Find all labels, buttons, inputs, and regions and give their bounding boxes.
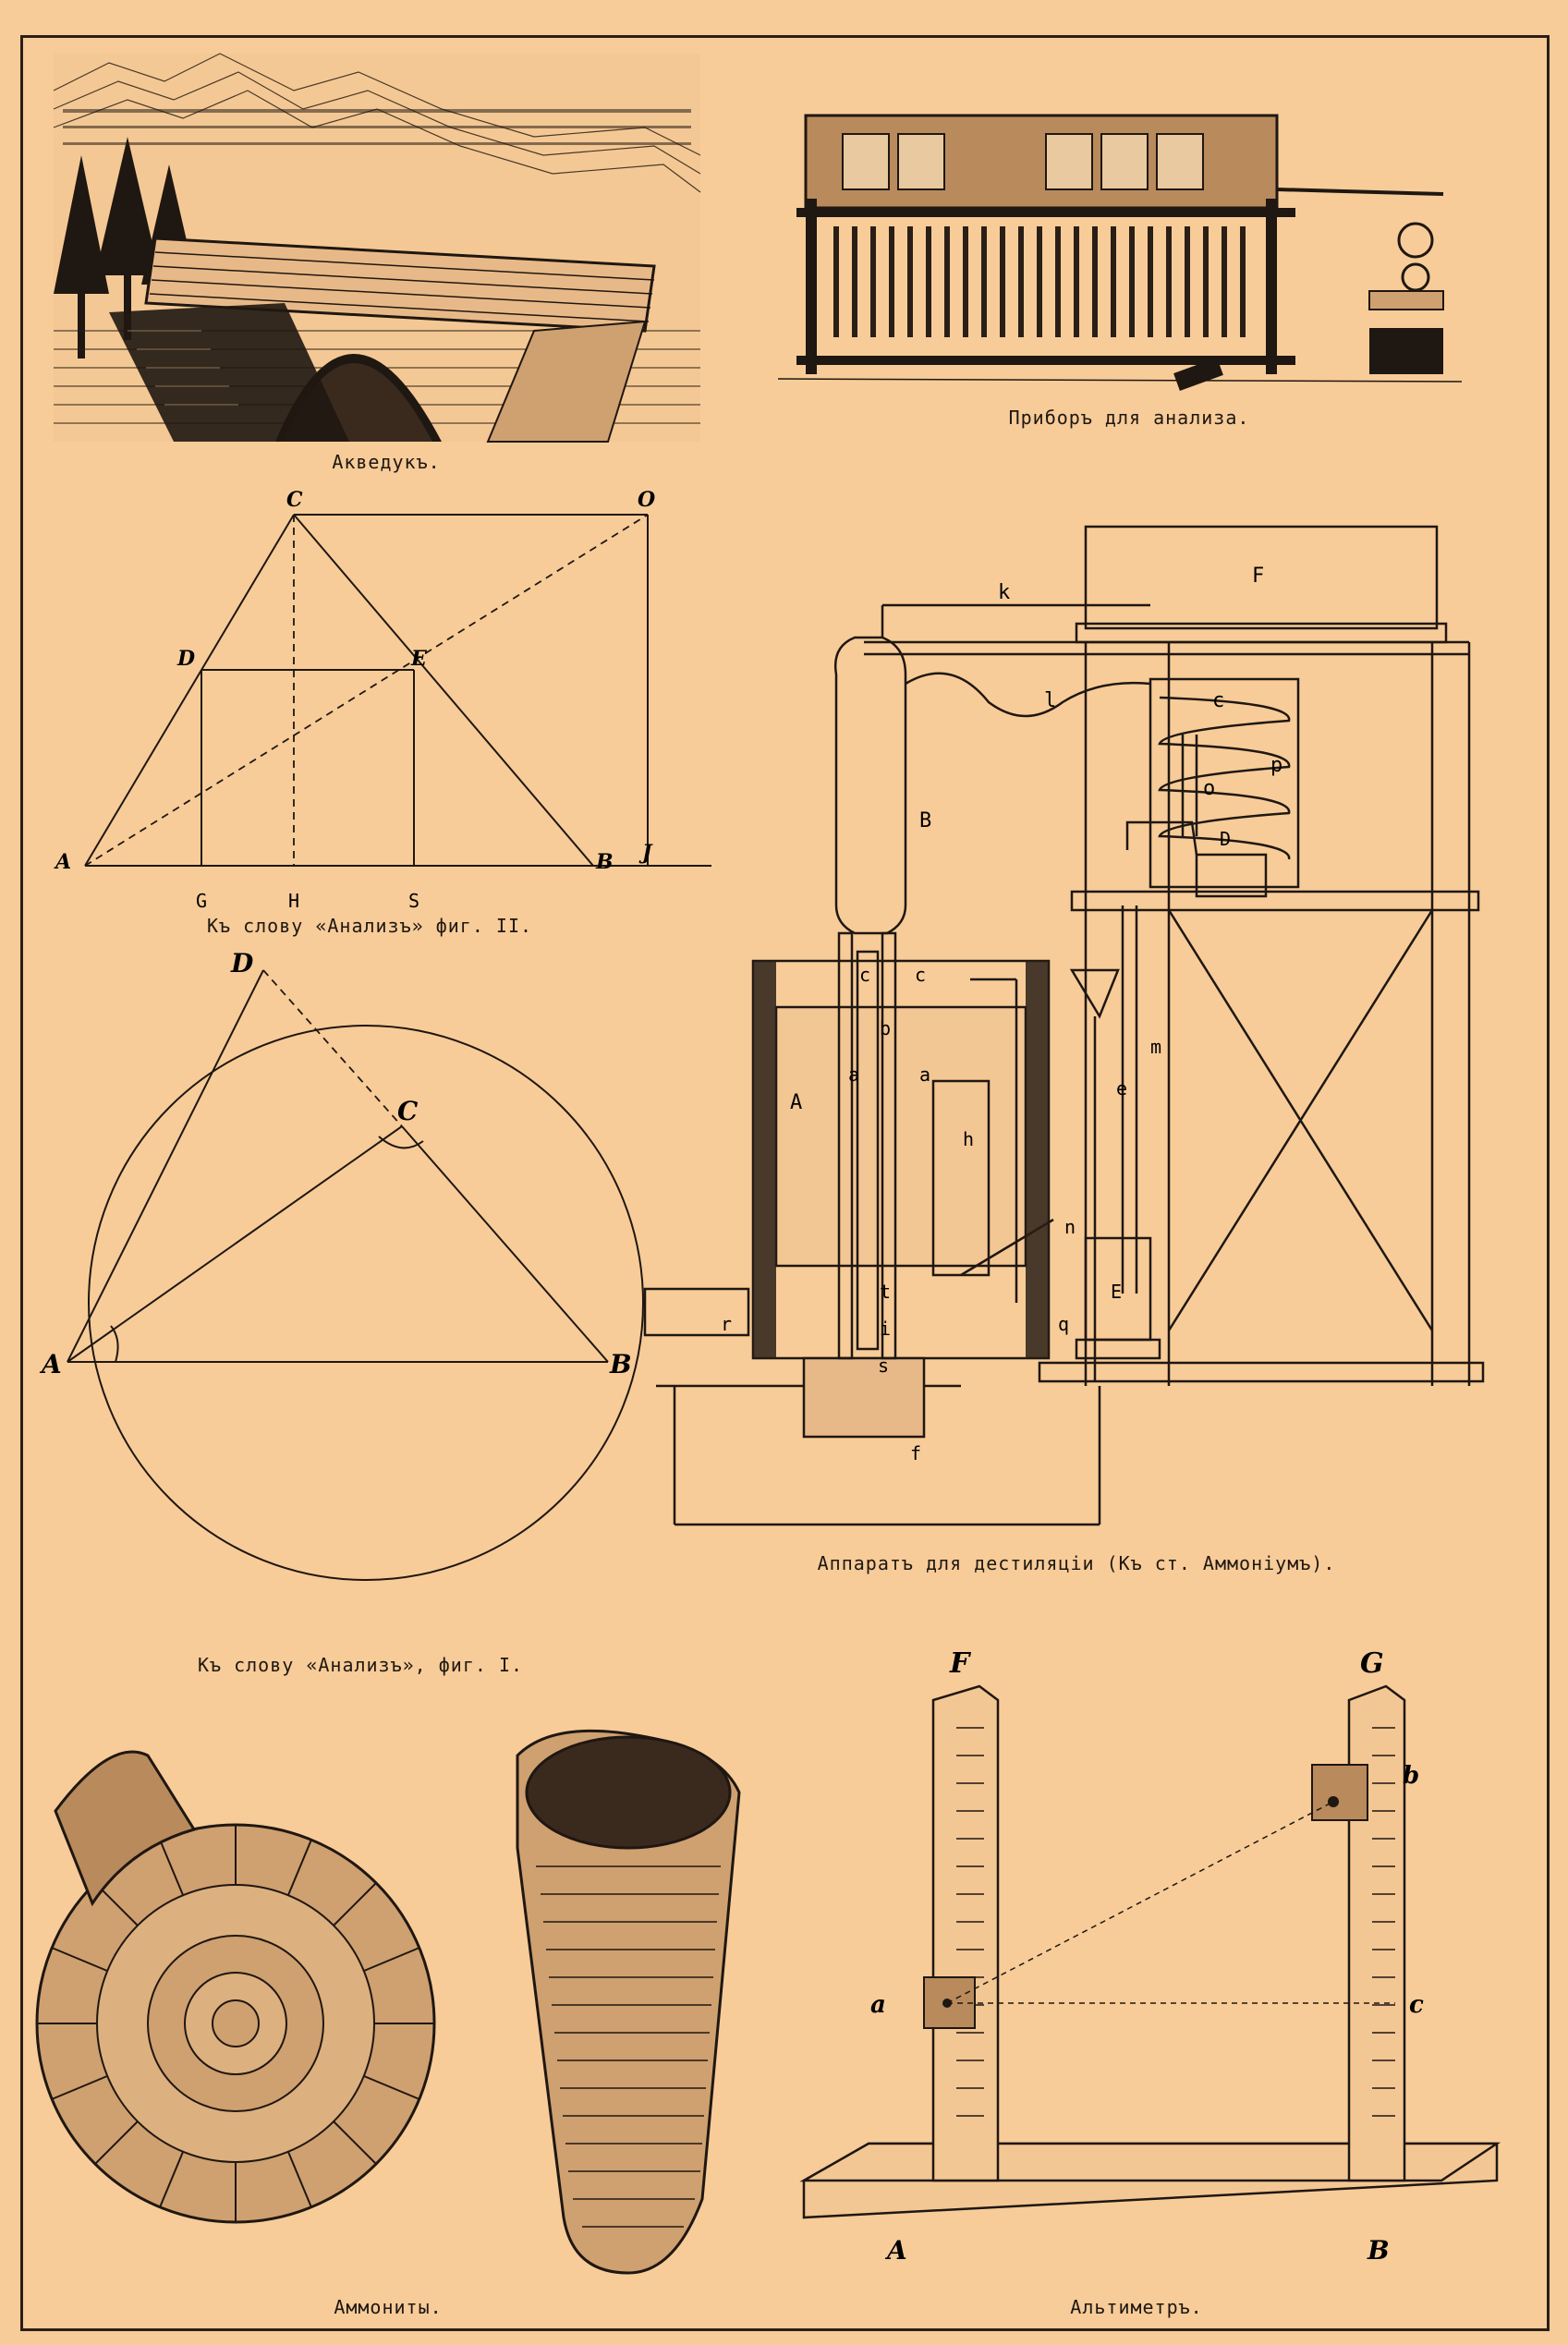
distill-label-b-col: B <box>919 809 931 832</box>
fig1-label-d: D <box>230 948 254 978</box>
analysis-fig2: C O D E A B J G H S Къ слову «Анализъ» ф… <box>37 488 739 952</box>
analysis-device-engraving <box>777 114 1463 391</box>
caption-ammonites: Аммониты. <box>334 2296 443 2318</box>
distillation-diagram: F k l c o p D B A a a b c c h e m n E r … <box>643 525 1485 1526</box>
analysis-fig1: D C A B Къ слову «Анализъ», фиг. I. <box>37 948 665 1691</box>
fig1-label-b: B <box>609 1349 632 1379</box>
distill-label-f-bottom: f <box>910 1442 921 1464</box>
distill-label-e: e <box>1116 1077 1127 1100</box>
caption-analysis-device: Приборъ для анализа. <box>1008 407 1250 429</box>
distill-label-c1: c <box>859 964 870 986</box>
distill-label-s: s <box>878 1355 889 1377</box>
altimeter-label-f: F <box>949 1647 972 1680</box>
altimeter-label-g: G <box>1360 1647 1384 1680</box>
distill-label-k: k <box>998 581 1010 604</box>
altimeter-figure: F G b a c A B Альтиметръ. <box>795 1626 1525 2328</box>
ammonites-engraving <box>35 1729 741 2275</box>
distill-label-c: c <box>1212 689 1224 712</box>
altimeter-label-b-base: B <box>1367 2235 1390 2266</box>
distill-label-l: l <box>1044 689 1056 712</box>
distill-label-q: q <box>1058 1313 1069 1335</box>
plate-border <box>20 35 1550 2331</box>
ammonite-side <box>516 1729 741 2275</box>
distill-label-e-vessel: E <box>1111 1281 1122 1303</box>
distill-label-h: h <box>963 1128 974 1150</box>
fig2-label-b: B <box>595 850 614 874</box>
caption-aqueduct: Акведукъ. <box>332 451 441 473</box>
fig2-label-a: A <box>54 850 71 874</box>
fig2-label-s: S <box>408 890 419 912</box>
distill-label-r: r <box>721 1313 732 1335</box>
distill-label-t: t <box>880 1281 891 1303</box>
analysis-device-figure: Приборъ для анализа. <box>777 106 1463 457</box>
distill-label-m: m <box>1150 1036 1161 1058</box>
fig1-label-a: A <box>39 1349 62 1379</box>
fig2-label-e: E <box>410 647 428 671</box>
distillation-figure: F k l c o p D B A a a b c c h e m n E r … <box>638 517 1525 1580</box>
ammonite-spiral <box>35 1750 436 2224</box>
distill-label-i: i <box>880 1318 891 1340</box>
altimeter-label-a-small: a <box>870 1991 886 2019</box>
distill-label-a1: a <box>848 1063 859 1086</box>
aqueduct-figure: Акведукъ. <box>53 53 701 473</box>
caption-altimeter: Альтиметръ. <box>1070 2296 1203 2318</box>
sight-plate-b <box>1311 1764 1368 1821</box>
altimeter-diagram: F G b a c A B <box>799 1647 1501 2266</box>
distill-label-c2: c <box>915 964 926 986</box>
caption-analysis-fig2: Къ слову «Анализъ» фиг. II. <box>206 915 533 937</box>
caption-distillation: Аппаратъ для дестиляціи (Къ ст. Аммоніум… <box>817 1552 1336 1574</box>
distill-label-a-furn: A <box>790 1091 802 1114</box>
fig2-label-g: G <box>196 890 207 912</box>
distill-label-a2: a <box>919 1063 930 1086</box>
sight-plate-a <box>923 1976 976 2029</box>
aqueduct-engraving <box>53 53 701 443</box>
altimeter-label-a-base: A <box>884 2235 907 2266</box>
caption-analysis-fig1: Къ слову «Анализъ», фиг. I. <box>197 1654 524 1676</box>
fig1-label-c: C <box>397 1096 419 1126</box>
ammonites-figure: Аммониты. <box>35 1719 785 2328</box>
analysis-fig1-diagram: D C A B <box>39 948 644 1581</box>
distill-label-d: D <box>1220 828 1231 850</box>
distill-label-f: F <box>1252 565 1264 588</box>
fig2-label-c: C <box>286 488 303 512</box>
fig2-label-d: D <box>176 647 195 671</box>
altimeter-label-b-small: b <box>1403 1762 1419 1790</box>
distill-label-n: n <box>1064 1216 1076 1238</box>
distill-label-b-tube: b <box>880 1017 891 1039</box>
analysis-fig2-diagram: C O D E A B J G H S <box>54 488 711 912</box>
fig2-label-j: J <box>638 841 653 865</box>
fig2-label-h: H <box>288 890 299 912</box>
fig2-label-o: O <box>638 488 655 512</box>
distill-label-p: p <box>1270 754 1282 777</box>
distill-label-o: o <box>1203 777 1215 800</box>
altimeter-label-c-small: c <box>1409 1991 1424 2019</box>
